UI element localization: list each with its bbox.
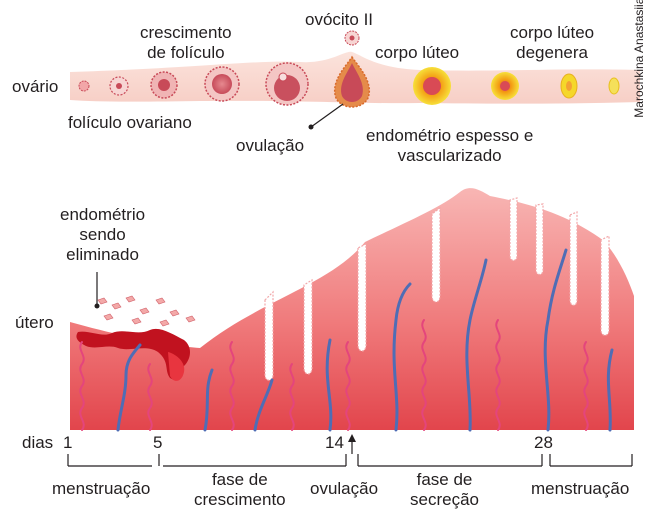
day-5-label: 5 bbox=[153, 433, 162, 453]
follicle-stage-5 bbox=[266, 63, 308, 105]
phase-ovulation: ovulação bbox=[310, 479, 378, 499]
corpus-luteum-degenerating-2 bbox=[609, 78, 619, 94]
ovulation-pointer bbox=[309, 104, 344, 130]
follicle-stage-1 bbox=[79, 81, 89, 91]
endometrium-shedding-label: endométrio sendo eliminado bbox=[60, 205, 145, 265]
corpus-luteum-label: corpo lúteo bbox=[375, 43, 459, 63]
day-28-label: 28 bbox=[534, 433, 553, 453]
uterus-label: útero bbox=[15, 313, 54, 333]
day-1-label: 1 bbox=[63, 433, 72, 453]
days-label: dias bbox=[22, 433, 53, 453]
corpus-luteum-degenerating-1 bbox=[561, 74, 577, 98]
oocyte-label: ovócito II bbox=[305, 10, 373, 30]
ovulation-arrow bbox=[348, 434, 356, 442]
phase-menstruation-2: menstruação bbox=[531, 479, 629, 499]
follicle-growth-label: crescimento de folículo bbox=[140, 23, 232, 63]
phase-menstruation-1: menstruação bbox=[52, 479, 150, 499]
follicle-stage-4 bbox=[205, 67, 239, 101]
day-14-label: 14 bbox=[325, 433, 344, 453]
corpus-luteum-2 bbox=[491, 72, 519, 100]
ovary-label: ovário bbox=[12, 77, 58, 97]
thick-endometrium-label: endométrio espesso e vascularizado bbox=[366, 126, 533, 166]
image-credit: Marochkina Anastasiia/ Shutterstock.com/… bbox=[632, 0, 645, 120]
corpus-luteum-degenerates-label: corpo lúteo degenera bbox=[510, 23, 594, 63]
ovarian-follicle-label: folículo ovariano bbox=[68, 113, 192, 133]
corpus-luteum-1 bbox=[413, 67, 451, 105]
phase-growth: fase de crescimento bbox=[194, 470, 286, 510]
ovulation-label: ovulação bbox=[236, 136, 304, 156]
follicle-stage-2 bbox=[110, 77, 128, 95]
oocyte-ii bbox=[345, 31, 359, 45]
follicle-stage-3 bbox=[151, 72, 177, 98]
phase-secretion: fase de secreção bbox=[410, 470, 479, 510]
shedding-pointer bbox=[95, 272, 100, 309]
